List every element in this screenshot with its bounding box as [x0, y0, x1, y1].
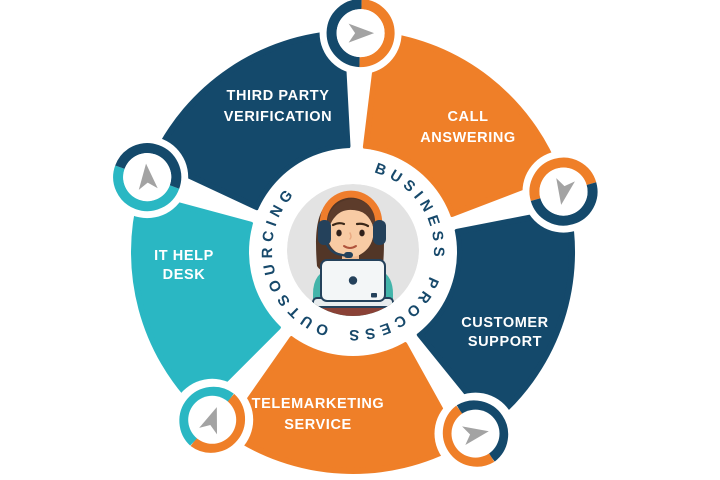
cursor-arrow-icon: [199, 407, 218, 435]
connector-bottom-right: [434, 392, 517, 475]
segment-label-line2: DESK: [163, 267, 206, 283]
segment-label-line2: SUPPORT: [468, 334, 542, 350]
connector-left: [106, 136, 189, 219]
connector-ring-right: [359, 0, 395, 68]
segment-label-line1: CALL: [447, 109, 488, 125]
segment-label-line1: THIRD PARTY: [227, 88, 330, 104]
connector-ring-upper: [456, 400, 509, 462]
connector-ring-upper: [529, 157, 597, 201]
hair-bangs: [326, 199, 377, 239]
cursor-arrow-icon: [138, 163, 158, 190]
segment-third-party-verification: THIRD PARTY VERIFICATION: [151, 30, 351, 211]
headset-earcup-left: [318, 220, 331, 245]
segment-label-line1: TELEMARKETING: [252, 396, 385, 412]
face: [326, 207, 374, 257]
support-agent-icon: [287, 184, 419, 316]
laptop-logo: [348, 276, 358, 285]
connector-right: [522, 150, 605, 233]
connector-bottom-left: [171, 378, 254, 461]
laptop-port: [371, 293, 377, 298]
connector-ring-left: [326, 0, 362, 68]
cursor-arrow-icon: [348, 23, 375, 43]
connector-ring-lower: [442, 405, 495, 467]
connector-ring-lower: [530, 182, 598, 226]
segment-label-line1: CUSTOMER: [461, 315, 549, 331]
connector-ring-lower: [113, 165, 180, 212]
cursor-arrow-icon: [462, 426, 489, 446]
segment-label-line2: SERVICE: [284, 417, 352, 433]
nose: [349, 232, 352, 240]
segment-label-line1: IT HELP: [154, 248, 214, 264]
connector-ring-upper: [115, 143, 182, 189]
center-badge: BUSINESS PROCESS OUTSOURCING: [249, 148, 457, 356]
cursor-arrow-icon: [556, 178, 575, 205]
connector-ring-right: [190, 393, 246, 453]
eye-right: [359, 229, 365, 237]
connectors: [106, 0, 605, 475]
connector-ring-left: [179, 386, 234, 446]
segment-telemarketing-service: TELEMARKETING SERVICE: [224, 335, 463, 474]
headset-band: [319, 190, 383, 235]
connector-top: [319, 0, 402, 75]
eyebrow-left: [331, 222, 346, 227]
segment-label-line2: VERIFICATION: [224, 109, 332, 125]
segment-label-line2: ANSWERING: [420, 130, 516, 146]
mouth: [343, 245, 357, 249]
eye-left: [336, 229, 342, 237]
headset-mic: [344, 252, 353, 258]
headset-earcup-right: [373, 220, 386, 245]
eyebrow-right: [355, 222, 370, 228]
